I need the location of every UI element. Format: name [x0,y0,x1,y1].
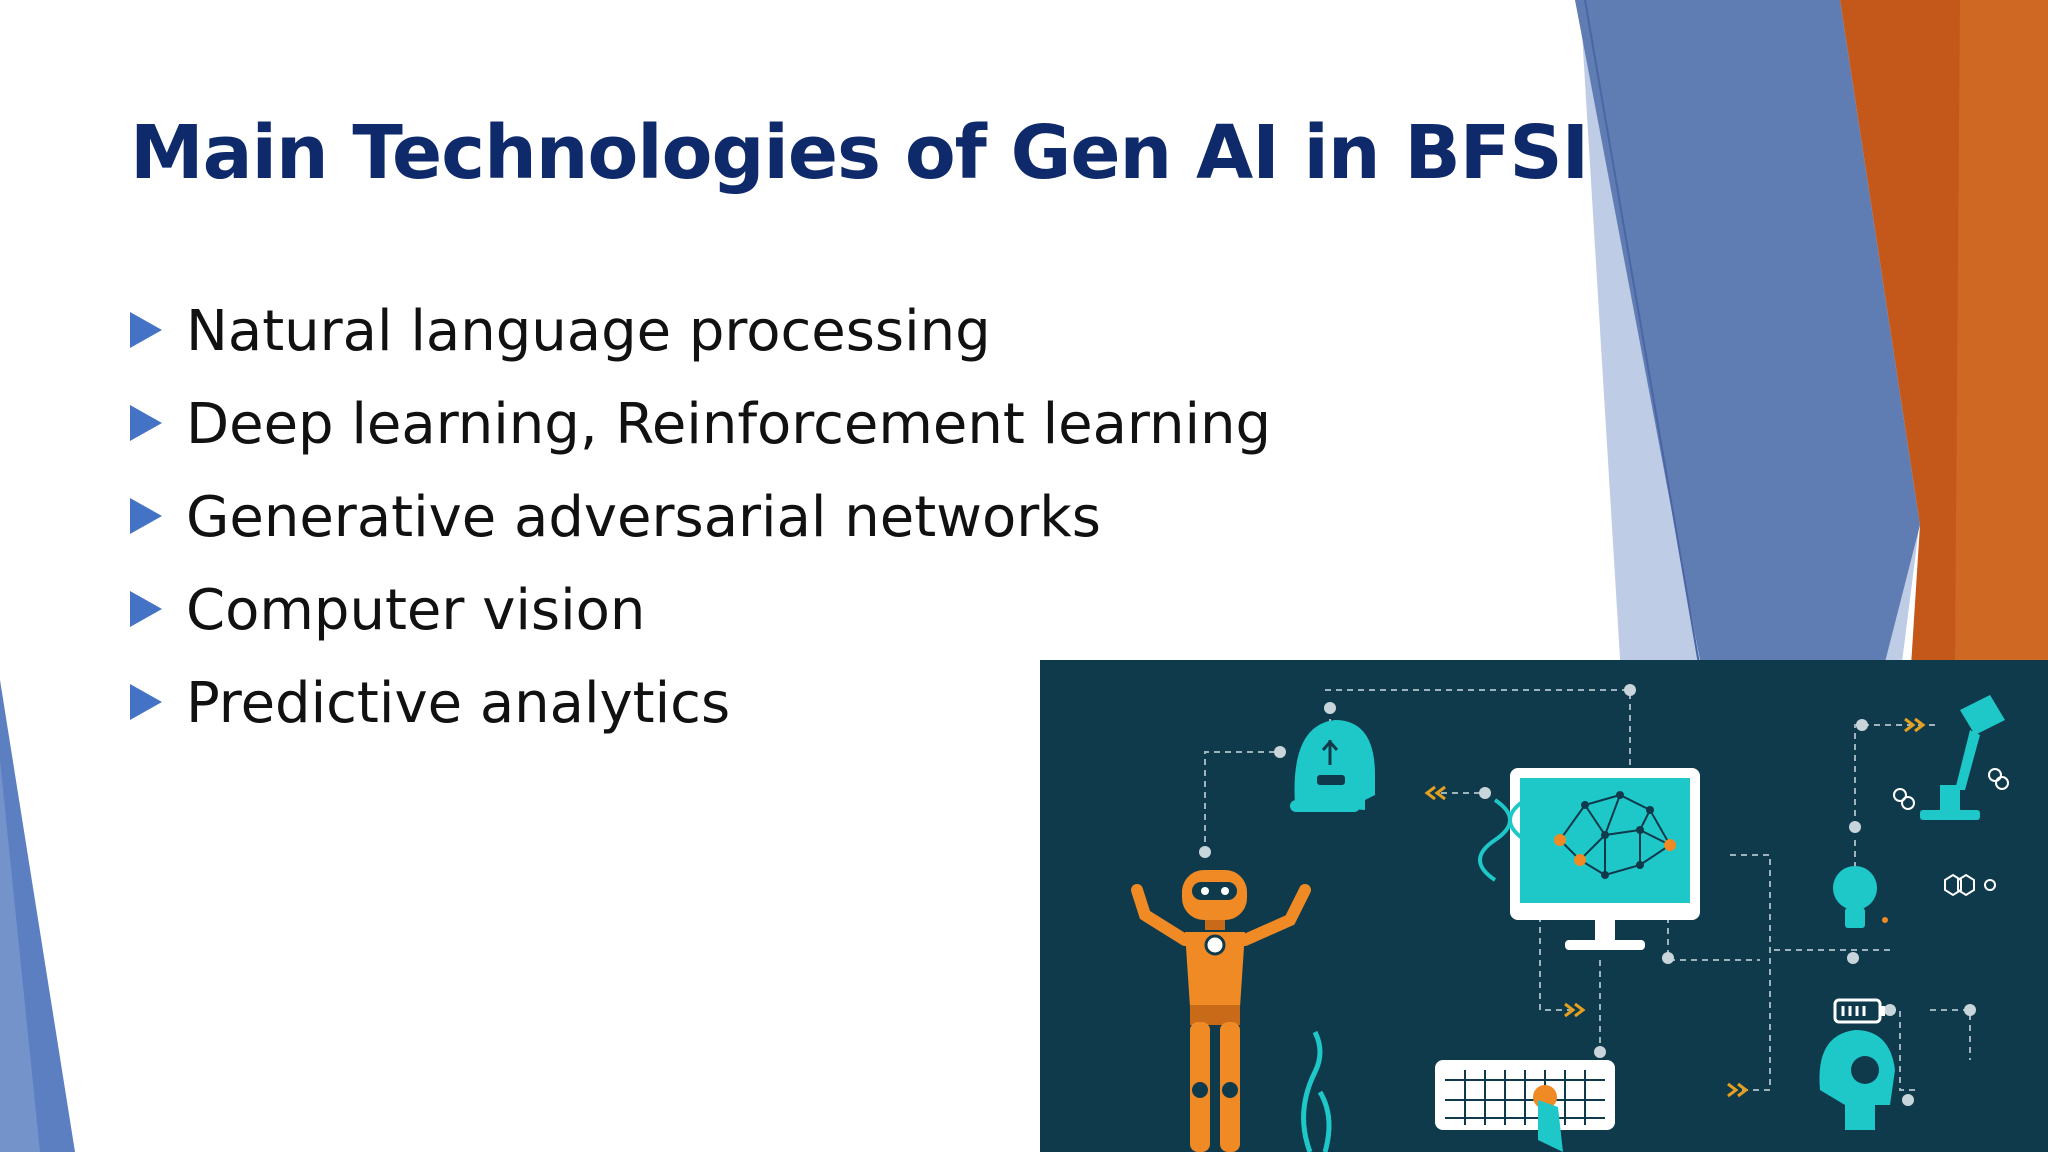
dna-icon [1478,798,1542,882]
connector-nodes [1199,684,1976,1106]
right-thin-line [1584,0,1701,671]
head-profile-icon [1819,1030,1895,1130]
chevron-arrows [1424,717,1926,1098]
triangle-bullet-icon [130,404,162,441]
keyboard-icon [1435,1060,1615,1152]
triangle-bullet-icon [130,311,162,348]
bullet-text: Generative adversarial networks [186,485,1101,550]
triangle-bullet-icon [130,590,162,627]
bullet-item: Predictive analytics [130,657,1271,750]
left-edge-shape-light [0,760,40,1152]
monitor-brain-network-icon [1510,768,1700,950]
triangle-bullet-icon [130,683,162,720]
bullet-text: Deep learning, Reinforcement learning [186,392,1272,457]
triangle-bullet-icon [130,497,162,534]
molecule-icon [1893,768,2009,897]
ai-illustration-image [1040,660,2048,1152]
bullet-text: Natural language processing [186,299,991,364]
battery-icon [1833,998,1885,1024]
bullet-item: Generative adversarial networks [130,471,1271,564]
bullet-item: Natural language processing [130,285,1271,378]
lightbulb-icon [1833,866,1888,928]
bullet-list: Natural language processing Deep learnin… [130,285,1271,750]
head-usb-icon [1290,720,1375,812]
right-shape-orange-light [1955,0,2048,700]
bullet-text: Computer vision [186,578,646,643]
seaweed-icon [1301,1030,1332,1152]
bullet-item: Computer vision [130,564,1271,657]
bullet-item: Deep learning, Reinforcement learning [130,378,1271,471]
robot-icon [1131,870,1311,1152]
microscope-icon [1920,695,2005,820]
right-shape-blue [1575,0,1920,760]
bullet-text: Predictive analytics [186,671,731,736]
slide-title: Main Technologies of Gen AI in BFSI [130,110,1589,196]
